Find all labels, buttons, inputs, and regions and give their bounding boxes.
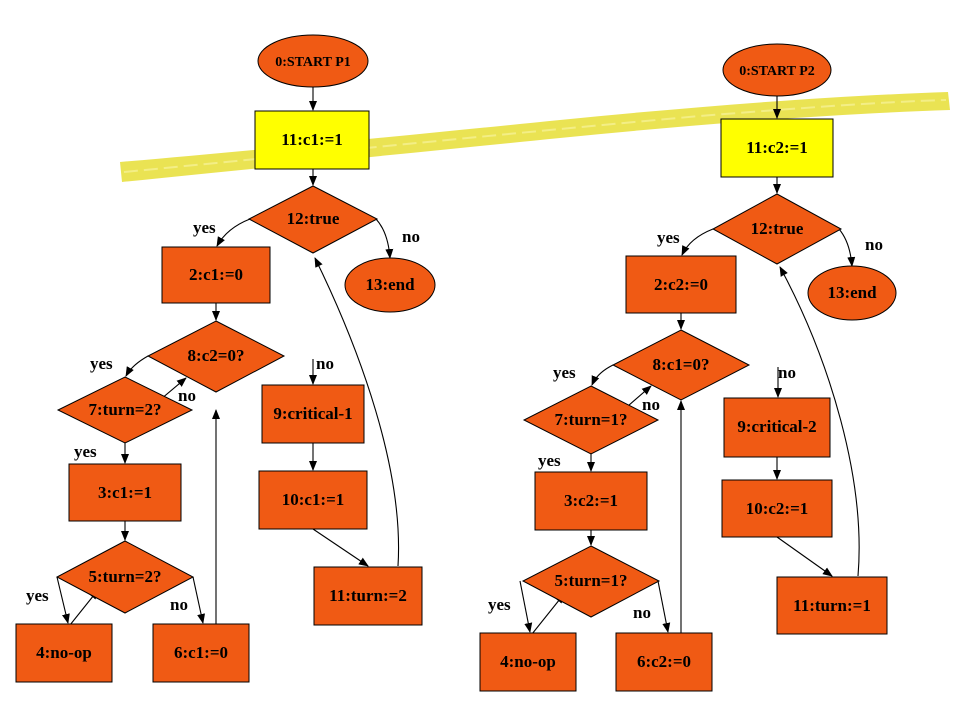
p1-init-label: 11:c1:=1 (281, 130, 343, 149)
p2-loop-label: 12:true (751, 219, 804, 238)
p1-set-false-label: 2:c1:=0 (189, 265, 243, 284)
p2-check-turn-no-label: no (642, 395, 660, 414)
p1-loop-no-label: no (402, 227, 420, 246)
p2-loop-decision: 12:true (711, 193, 843, 265)
p2-reset-flag-box: 10:c2:=1 (721, 479, 833, 538)
p2-critical-label: 9:critical-2 (737, 417, 816, 436)
p1-loop-decision: 12:true (247, 185, 379, 254)
p1-check-turn-no-label: no (178, 386, 196, 405)
p2-noop-box: 4:no-op (479, 632, 577, 692)
p1-wait-turn-label: 5:turn=2? (89, 567, 162, 586)
p2-loop-no-label: no (865, 235, 883, 254)
p2-check-turn-decision: 7:turn=1? (522, 385, 660, 455)
p2-start-label: 0:START P2 (739, 64, 815, 79)
p1-loop-yes-label: yes (193, 218, 216, 237)
p2-check-other-no-label: no (778, 363, 796, 382)
p2-loop-yes-label: yes (657, 228, 680, 247)
p2-edges (519, 96, 860, 635)
p1-set-false-box: 2:c1:=0 (161, 246, 271, 304)
p2-start-node: 0:START P2 (722, 43, 832, 97)
p2-wait-turn-no-label: no (633, 603, 651, 622)
p2-noop-label: 4:no-op (500, 652, 556, 671)
p2-give-turn-box: 11:turn:=1 (776, 576, 888, 635)
p1-flowchart: 0:START P1 11:c1:=1 12:true 13:end 2:c1:… (15, 34, 436, 683)
p1-check-turn-yes-label: yes (74, 442, 97, 461)
p1-edges (56, 87, 400, 626)
p2-check-other-decision: 8:c1=0? (611, 329, 751, 401)
p1-check-other-no-label: no (316, 354, 334, 373)
p2-clear-flag-label: 6:c2:=0 (637, 652, 691, 671)
p2-wait-turn-yes-label: yes (488, 595, 511, 614)
p2-wait-turn-label: 5:turn=1? (555, 571, 628, 590)
p1-noop-label: 4:no-op (36, 643, 92, 662)
p1-end-label: 13:end (365, 275, 415, 294)
p2-check-turn-label: 7:turn=1? (555, 410, 628, 429)
p1-noop-box: 4:no-op (15, 623, 113, 683)
p1-wait-turn-yes-label: yes (26, 586, 49, 605)
p1-start-label: 0:START P1 (275, 55, 351, 70)
p1-set-true-label: 3:c1:=1 (98, 483, 152, 502)
p1-loop-label: 12:true (287, 209, 340, 228)
p1-check-other-label: 8:c2=0? (188, 346, 245, 365)
p1-check-other-yes-label: yes (90, 354, 113, 373)
p1-start-node: 0:START P1 (257, 34, 369, 88)
p2-wait-turn-decision: 5:turn=1? (521, 545, 661, 618)
p1-give-turn-label: 11:turn:=2 (329, 586, 407, 605)
p2-give-turn-label: 11:turn:=1 (793, 596, 871, 615)
p2-set-false-box: 2:c2:=0 (625, 255, 737, 314)
p1-clear-flag-box: 6:c1:=0 (152, 623, 250, 683)
p1-set-true-box: 3:c1:=1 (68, 463, 182, 522)
p2-check-other-label: 8:c1=0? (653, 355, 710, 374)
p1-critical-box: 9:critical-1 (261, 384, 365, 444)
p2-init-label: 11:c2:=1 (746, 138, 808, 157)
p2-flowchart: 0:START P2 11:c2:=1 12:true 13:end 2:c2:… (479, 43, 897, 692)
p1-reset-flag-label: 10:c1:=1 (282, 490, 345, 509)
p2-reset-flag-label: 10:c2:=1 (746, 499, 809, 518)
p2-end-label: 13:end (827, 283, 877, 302)
p2-set-true-box: 3:c2:=1 (534, 471, 648, 531)
p2-critical-box: 9:critical-2 (723, 397, 831, 458)
p2-init-box: 11:c2:=1 (720, 118, 834, 178)
p1-wait-turn-decision: 5:turn=2? (55, 540, 195, 614)
p1-clear-flag-label: 6:c1:=0 (174, 643, 228, 662)
p1-reset-flag-box: 10:c1:=1 (258, 470, 368, 530)
p1-init-box: 11:c1:=1 (254, 110, 370, 170)
p1-end-node: 13:end (344, 257, 436, 313)
p2-end-node: 13:end (807, 265, 897, 321)
p2-set-true-label: 3:c2:=1 (564, 491, 618, 510)
p1-critical-label: 9:critical-1 (273, 404, 352, 423)
p1-check-turn-label: 7:turn=2? (89, 400, 162, 419)
p1-wait-turn-no-label: no (170, 595, 188, 614)
p1-check-other-decision: 8:c2=0? (146, 320, 286, 393)
p2-set-false-label: 2:c2:=0 (654, 275, 708, 294)
p2-check-other-yes-label: yes (553, 363, 576, 382)
p2-check-turn-yes-label: yes (538, 451, 561, 470)
p1-give-turn-box: 11:turn:=2 (313, 566, 423, 626)
p1-check-turn-decision: 7:turn=2? (56, 376, 194, 444)
p2-clear-flag-box: 6:c2:=0 (615, 632, 713, 692)
